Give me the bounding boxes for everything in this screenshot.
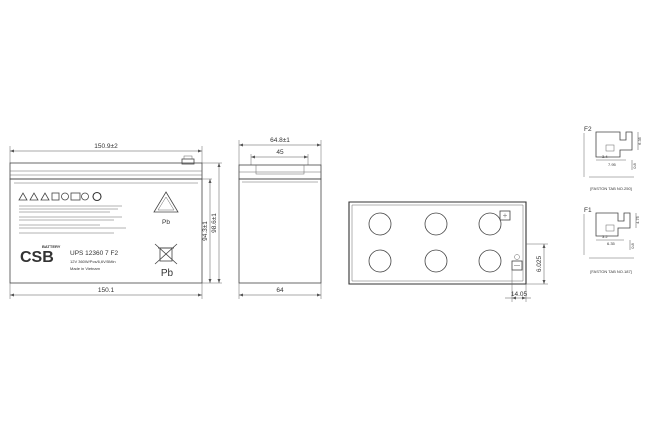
top-dim-terminal-offset: 6.025 — [536, 255, 543, 272]
terminal-f2-dim-d: 0.8 — [632, 162, 637, 168]
front-dim-height-total: 98.6±1 — [211, 213, 218, 233]
terminal-f2-dim-a: 6.35 — [637, 136, 642, 145]
cert-mark-icon — [70, 192, 81, 201]
terminal-f1-caption: [FASTON TAB NO.187] — [590, 269, 632, 274]
terminal-f2-dim-c: 7.95 — [608, 162, 617, 167]
label-made-in: Made in Vietnam — [70, 266, 101, 271]
top-view: 6.025 14.05 — [348, 201, 548, 302]
side-dim-top-inner: 45 — [276, 149, 284, 156]
label-pb-bin: Pb — [161, 268, 174, 279]
terminal-f1-tag: F1 — [584, 207, 592, 214]
front-view: 150.9±2 150.1 94.3±1 98.6±1 — [9, 143, 222, 299]
vent-cap — [368, 249, 392, 273]
vent-cap — [424, 212, 448, 236]
terminal-f2-caption: [FASTON TAB NO.250] — [590, 186, 632, 191]
terminal-positive — [499, 210, 511, 221]
read-manual-icon — [51, 192, 60, 201]
recycle-icon — [153, 191, 179, 213]
side-dim-bottom-width: 64 — [276, 287, 284, 294]
vent-cap — [478, 212, 502, 236]
side-dim-top-width: 64.8±1 — [270, 137, 290, 144]
vent-cap — [424, 249, 448, 273]
side-body — [238, 178, 322, 284]
label-pb-symbol: Pb — [162, 219, 170, 226]
corrosive-warning-icon — [29, 192, 39, 201]
no-fire-icon — [61, 192, 69, 201]
top-dim-terminal-width: 14.05 — [511, 291, 528, 298]
terminal-f1-dim-b: 3.2 — [602, 234, 608, 239]
terminal-f1-dim-c: 6.35 — [607, 241, 616, 246]
vent-cap — [478, 249, 502, 273]
terminal-negative — [511, 260, 523, 271]
terminal-detail-f1: F1 4.75 3.2 6.35 0.8 [FASTON TAB NO.187] — [583, 207, 640, 274]
label-battery-word: BATTERY — [42, 244, 61, 249]
explosive-warning-icon — [40, 192, 50, 201]
label-fine-print — [19, 205, 126, 234]
front-label: Pb BATTERY CSB UPS 12360 7 F2 12V 360W/P… — [18, 191, 179, 279]
vent-cap — [368, 212, 392, 236]
label-model: UPS 12360 7 F2 — [70, 250, 118, 257]
front-body — [9, 178, 203, 284]
crossed-bin-icon — [154, 243, 178, 265]
terminal-f2-tag: F2 — [584, 126, 592, 133]
terminal-detail-f2: F2 6.35 3.4 7.95 0.8 [FASTON TAB NO.250] — [583, 126, 642, 191]
terminal-f1-dim-a: 4.75 — [635, 215, 640, 224]
warning-triangle-icon — [18, 192, 28, 201]
terminal-f2-dim-b: 3.4 — [602, 154, 608, 159]
recognized-component-icon — [81, 192, 89, 201]
label-spec: 12V 360W/Pcs/6,6V/5Min — [70, 259, 116, 264]
terminal-f1-dim-d: 0.8 — [630, 242, 635, 248]
front-dim-bottom-length: 150.1 — [98, 287, 115, 294]
safety-mark-icon — [92, 191, 102, 202]
front-dim-top-length: 150.9±2 — [94, 143, 118, 150]
front-dim-height-body: 94.3±1 — [202, 221, 209, 241]
csb-logo: CSB — [20, 249, 54, 266]
side-view: 64.8±1 45 64 — [238, 137, 322, 299]
